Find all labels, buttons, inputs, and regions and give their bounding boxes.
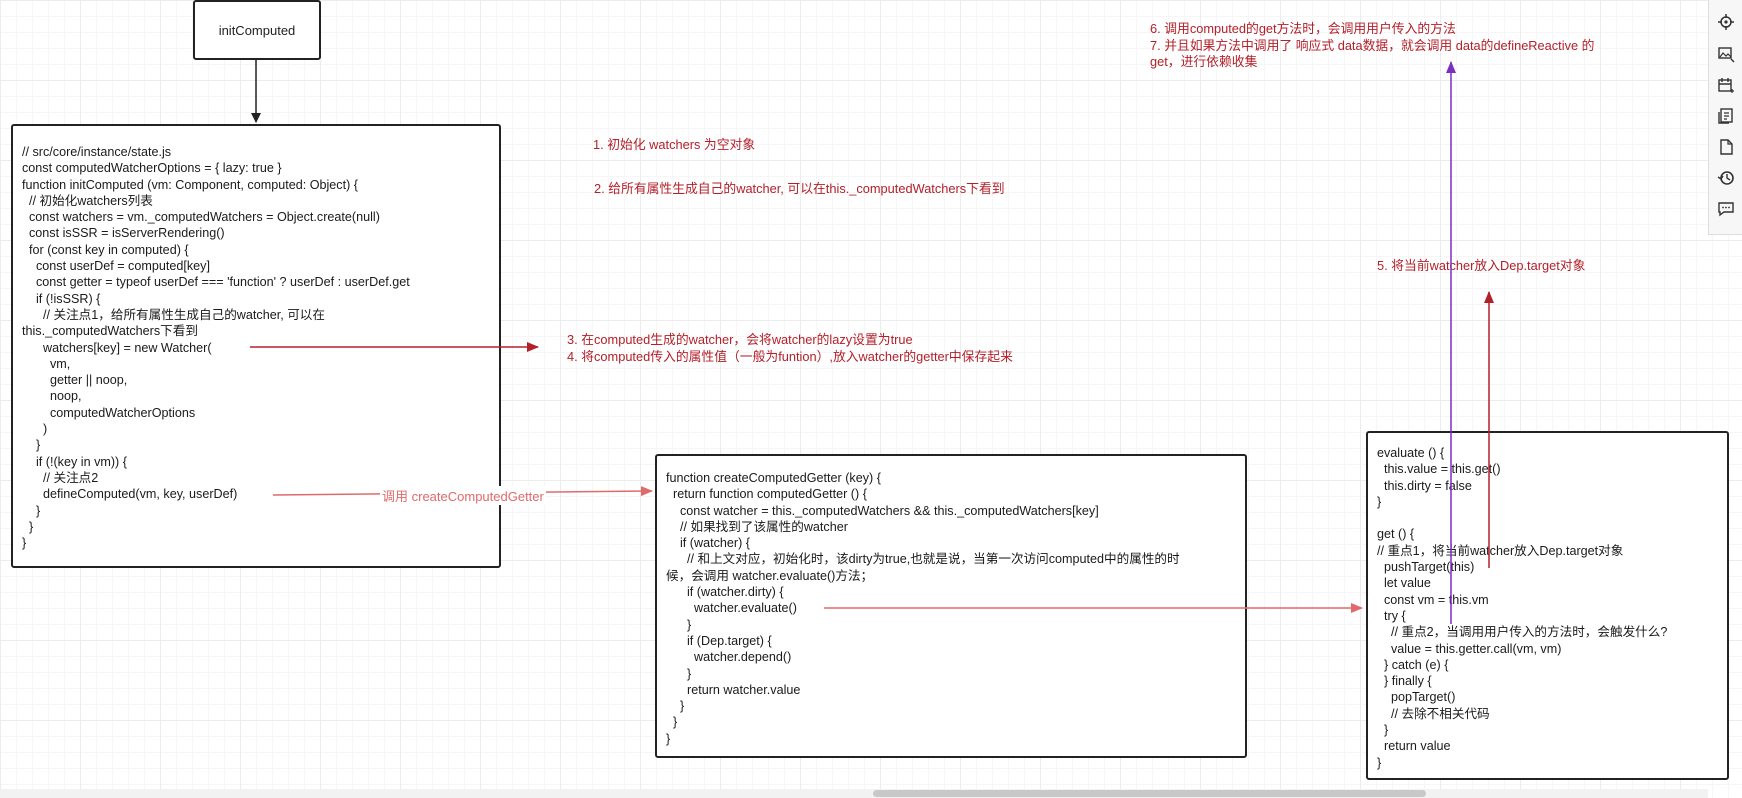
edge-label-create-computed-getter: 调用 createComputedGetter xyxy=(380,486,546,505)
evaluate-code: evaluate () { this.value = this.get() th… xyxy=(1377,445,1667,771)
code-line: this._computedWatchers下看到 xyxy=(22,324,198,339)
horizontal-scrollbar[interactable] xyxy=(0,789,1708,798)
evaluate-code-box[interactable]: evaluate () { this.value = this.get() th… xyxy=(1366,431,1729,780)
code-line: } xyxy=(1377,755,1382,770)
code-line xyxy=(1377,510,1667,526)
code-line: let value xyxy=(1377,576,1431,591)
code-line: // 初始化watchers列表 xyxy=(22,193,153,208)
code-line: } xyxy=(22,536,27,551)
code-line: vm, xyxy=(22,356,71,371)
code-line: value = this.getter.call(vm, vm) xyxy=(1377,641,1562,656)
comment-icon[interactable] xyxy=(1716,199,1736,219)
target-icon[interactable] xyxy=(1716,12,1736,32)
code-line: if (Dep.target) { xyxy=(666,633,772,648)
code-line: const computedWatcherOptions = { lazy: t… xyxy=(22,161,282,176)
code-line: if (!isSSR) { xyxy=(22,291,101,306)
init-computed-node[interactable]: initComputed xyxy=(193,0,321,60)
code-line: } xyxy=(1377,494,1382,509)
code-line: this.dirty = false xyxy=(1377,478,1472,493)
code-line: getter || noop, xyxy=(22,373,128,388)
code-line: for (const key in computed) { xyxy=(22,242,189,257)
note-3-4: 3. 在computed生成的watcher，会将watcher的lazy设置为… xyxy=(567,332,1013,364)
code-line: } xyxy=(22,438,41,453)
code-line: // 如果找到了该属性的watcher xyxy=(666,519,848,534)
code-line: const vm = this.vm xyxy=(1377,592,1489,607)
note-5: 5. 将当前watcher放入Dep.target对象 xyxy=(1377,258,1586,273)
calendar-icon[interactable] xyxy=(1716,75,1736,95)
note-2: 2. 给所有属性生成自己的watcher, 可以在this._computedW… xyxy=(594,181,1005,196)
computed-getter-code-box[interactable]: function createComputedGetter (key) { re… xyxy=(655,454,1247,758)
code-line: evaluate () { xyxy=(1377,446,1445,460)
code-line: computedWatcherOptions xyxy=(22,405,196,420)
code-line: return watcher.value xyxy=(666,682,801,697)
code-line: if (!(key in vm)) { xyxy=(22,454,127,469)
code-line: const userDef = computed[key] xyxy=(22,259,210,274)
code-line: } finally { xyxy=(1377,674,1432,689)
init-computed-code: // src/core/instance/state.js const compu… xyxy=(22,144,410,551)
code-line: // 重点1，将当前watcher放入Dep.target对象 xyxy=(1377,543,1624,558)
code-line: pushTarget(this) xyxy=(1377,560,1475,575)
init-computed-code-box[interactable]: // src/core/instance/state.js const compu… xyxy=(11,124,501,568)
code-line: const watchers = vm._computedWatchers = … xyxy=(22,210,380,225)
image-icon[interactable] xyxy=(1716,44,1736,64)
document-icon[interactable] xyxy=(1716,137,1736,157)
code-line: function createComputedGetter (key) { xyxy=(666,471,881,485)
code-line: return function computedGetter () { xyxy=(666,487,867,502)
code-line: } xyxy=(666,666,692,681)
code-line: } xyxy=(1377,723,1389,738)
code-line: const watcher = this._computedWatchers &… xyxy=(666,503,1099,518)
code-line: defineComputed(vm, key, userDef) xyxy=(22,487,238,502)
code-line: const isSSR = isServerRendering() xyxy=(22,226,225,241)
code-line: } xyxy=(22,503,41,518)
code-line: const getter = typeof userDef === 'funct… xyxy=(22,275,410,290)
code-line: // 重点2，当调用用户传入的方法时，会触发什么? xyxy=(1377,625,1668,640)
code-line: popTarget() xyxy=(1377,690,1456,705)
init-computed-node-label: initComputed xyxy=(218,22,296,38)
code-line: this.value = this.get() xyxy=(1377,462,1501,477)
code-line: // 关注点1，给所有属性生成自己的watcher, 可以在 xyxy=(22,307,325,322)
code-line: // src/core/instance/state.js xyxy=(22,145,172,159)
code-line: watcher.evaluate() xyxy=(666,601,797,616)
note-6-7: 6. 调用computed的get方法时，会调用用户传入的方法 7. 并且如果方… xyxy=(1150,21,1595,69)
code-line: // 关注点2 xyxy=(22,470,99,485)
code-line: } catch (e) { xyxy=(1377,657,1449,672)
code-line: ) xyxy=(22,422,48,437)
code-line: // 和上文对应，初始化时，该dirty为true,也就是说，当第一次访问com… xyxy=(666,552,1180,567)
code-line: watchers[key] = new Watcher( xyxy=(22,340,212,355)
right-toolbar xyxy=(1708,0,1742,235)
pages-icon[interactable] xyxy=(1716,106,1736,126)
code-line: } xyxy=(666,731,671,746)
history-icon[interactable] xyxy=(1716,168,1736,188)
code-line: } xyxy=(666,715,678,730)
code-line: get () { xyxy=(1377,527,1415,542)
code-line: // 去除不相关代码 xyxy=(1377,706,1490,721)
code-line: } xyxy=(666,617,692,632)
note-1: 1. 初始化 watchers 为空对象 xyxy=(593,137,756,152)
code-line: } xyxy=(666,699,685,714)
code-line: 候，会调用 watcher.evaluate()方法； xyxy=(666,568,874,583)
code-line: if (watcher) { xyxy=(666,536,750,551)
computed-getter-code: function createComputedGetter (key) { re… xyxy=(666,470,1180,747)
code-line: noop, xyxy=(22,389,82,404)
code-line: function initComputed (vm: Component, co… xyxy=(22,177,358,192)
horizontal-scrollbar-thumb[interactable] xyxy=(873,790,1426,797)
code-line: if (watcher.dirty) { xyxy=(666,585,784,600)
code-line: } xyxy=(22,519,34,534)
code-line: try { xyxy=(1377,608,1406,623)
code-line: watcher.depend() xyxy=(666,650,792,665)
code-line: return value xyxy=(1377,739,1451,754)
